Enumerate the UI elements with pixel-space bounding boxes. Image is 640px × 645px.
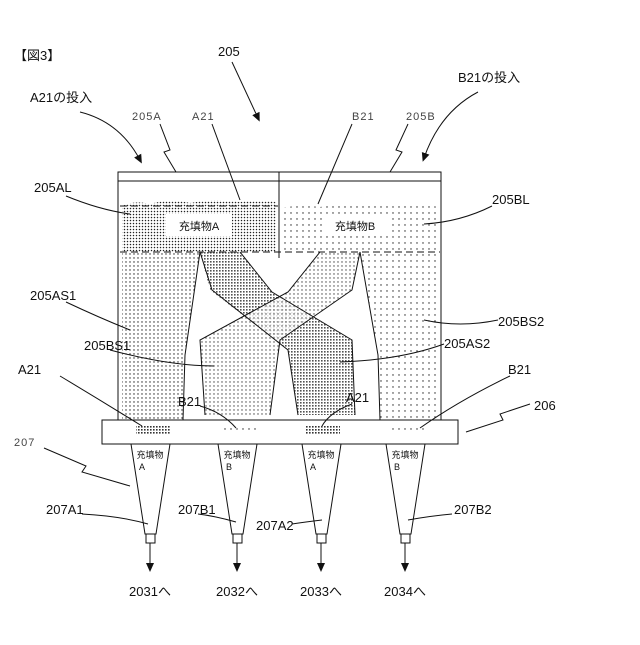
funnel-207B2: 充填物 B <box>386 444 425 568</box>
label-out-2031: 2031へ <box>129 584 171 599</box>
label-a21-top: A21 <box>192 111 215 123</box>
deposit-a-2 <box>306 426 340 434</box>
funnel-3-line1: 充填物 <box>307 449 334 460</box>
label-input-a21: A21の投入 <box>30 90 92 105</box>
fill-b-label: 充填物B <box>335 219 375 233</box>
funnel-4-line1: 充填物 <box>391 449 418 460</box>
label-205B: 205B <box>406 111 436 123</box>
label-206: 206 <box>534 398 556 413</box>
label-input-b21: B21の投入 <box>458 70 520 85</box>
label-a21-left: A21 <box>18 362 41 377</box>
label-207B1: 207B1 <box>178 502 216 517</box>
funnel-207B1: 充填物 B <box>218 444 257 568</box>
funnels-207: 充填物 A 充填物 B 充填物 A 充填物 B <box>131 444 425 568</box>
funnel-4-line2: B <box>394 462 400 472</box>
deposit-a-1 <box>136 426 170 434</box>
funnel-2-line2: B <box>226 462 232 472</box>
label-205AS1: 205AS1 <box>30 288 76 303</box>
funnel-207A1: 充填物 A <box>131 444 170 568</box>
label-out-2034: 2034へ <box>384 584 426 599</box>
label-out-2033: 2033へ <box>300 584 342 599</box>
deposit-b-2 <box>390 426 424 434</box>
label-207: 207 <box>14 437 35 449</box>
label-207A2: 207A2 <box>256 518 294 533</box>
funnel-1-line2: A <box>139 462 145 472</box>
funnel-3-line2: A <box>310 462 316 472</box>
funnel-2-line1: 充填物 <box>223 449 250 460</box>
label-b21-right: B21 <box>508 362 531 377</box>
chute-205BS2 <box>360 252 438 420</box>
label-205: 205 <box>218 44 240 59</box>
label-205BL: 205BL <box>492 192 530 207</box>
label-205A: 205A <box>132 111 162 123</box>
deposit-b-1 <box>222 426 256 434</box>
label-out-2032: 2032へ <box>216 584 258 599</box>
plate-206 <box>102 420 458 444</box>
funnel-1-line1: 充填物 <box>136 449 163 460</box>
fill-a-label: 充填物A <box>179 219 220 233</box>
label-b21-inner: B21 <box>178 394 201 409</box>
container-205: 充填物A 充填物B <box>118 172 441 420</box>
label-207A1: 207A1 <box>46 502 84 517</box>
label-205AL: 205AL <box>34 180 72 195</box>
label-a21-inner: A21 <box>346 390 369 405</box>
label-b21-top: B21 <box>352 111 375 123</box>
figure-label: 【図3】 <box>14 48 60 63</box>
funnel-207A2: 充填物 A <box>302 444 341 568</box>
label-205AS2: 205AS2 <box>444 336 490 351</box>
label-207B2: 207B2 <box>454 502 492 517</box>
label-205BS2: 205BS2 <box>498 314 544 329</box>
label-205BS1: 205BS1 <box>84 338 130 353</box>
